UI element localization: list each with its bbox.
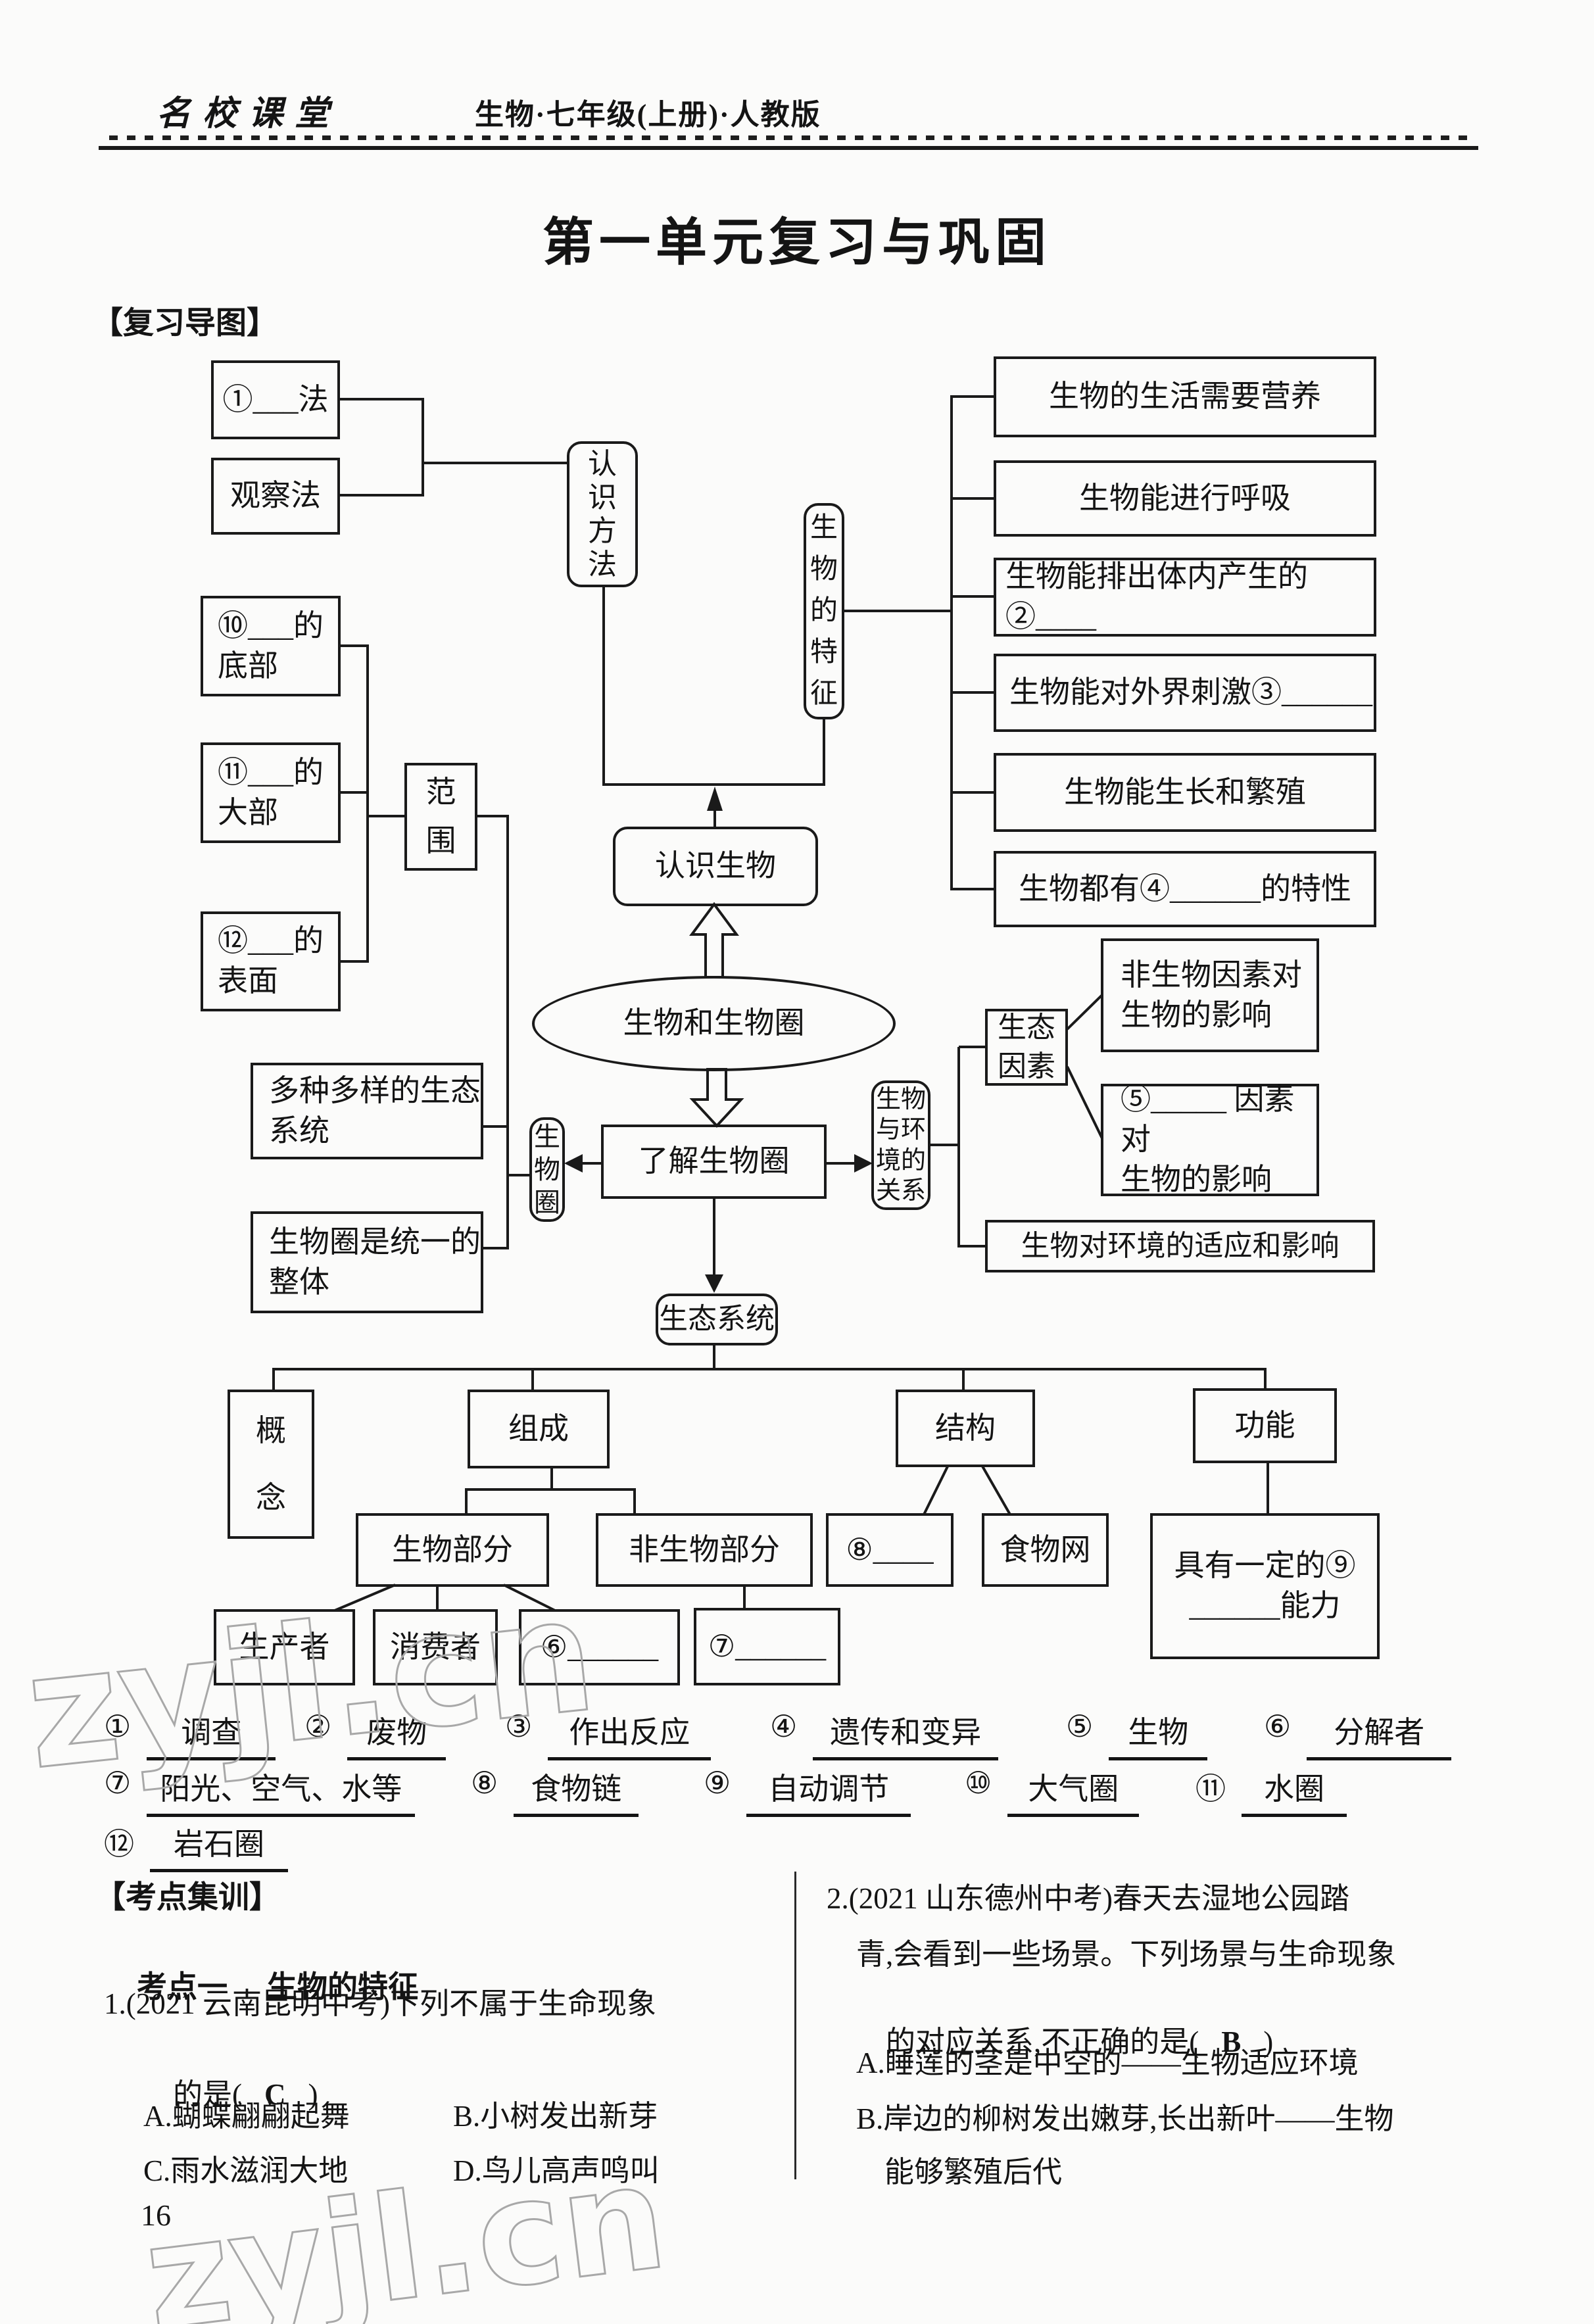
node-diverse-eco: 多种多样的生态 系统 (251, 1063, 483, 1159)
node-org-env-relation: 生物与环境的关系 (871, 1080, 930, 1210)
node-feature-4: 生物能对外界刺激③______ (994, 654, 1376, 732)
page-title: 第一单元复习与巩固 (542, 214, 1051, 271)
node-food-web: 食物网 (982, 1513, 1109, 1587)
q1-line2: 的是(C) (173, 2078, 318, 2111)
answer-5: ⑤ 生物 (1066, 1708, 1208, 1760)
answer-7: ⑦ 阳光、空气、水等 (104, 1765, 416, 1817)
node-producer: 生产者 (214, 1609, 355, 1685)
node-cognition-method: 认识方法 (567, 441, 638, 587)
node-composition: 组成 (468, 1390, 610, 1468)
header-dashed-rule (109, 135, 1468, 140)
q1-option-b: B.小树发出新芽 (453, 2100, 658, 2133)
node-theme-ellipse: 生物和生物圈 (532, 976, 896, 1071)
q2-option-a: A.睡莲的茎是中空的——生物适应环境 (856, 2046, 1359, 2079)
node-blank7: ⑦______ (694, 1608, 840, 1685)
node-method-blank: ①___法 (211, 360, 340, 439)
node-blank11: ⑪___的 大部 (201, 742, 341, 843)
node-function: 功能 (1193, 1388, 1337, 1463)
node-feature-1: 生物的生活需要营养 (994, 356, 1376, 437)
q1-option-c: C.雨水滋润大地 (143, 2154, 349, 2187)
q1-option-d: D.鸟儿高声鸣叫 (453, 2154, 660, 2187)
node-blank6: ⑥______ (519, 1609, 680, 1685)
node-feature-6: 生物都有④______的特性 (994, 851, 1376, 927)
q2-option-b-cont: 能够繁殖后代 (884, 2156, 1063, 2189)
node-blank8: ⑧____ (826, 1513, 954, 1587)
answer-8: ⑧ 食物链 (471, 1765, 639, 1817)
answer-10: ⑩ 大气圈 (965, 1765, 1140, 1817)
q2-line2: 青,会看到一些场景。下列场景与生命现象 (856, 1938, 1397, 1971)
node-blank10: ⑩___的 底部 (201, 596, 341, 696)
node-organism-traits: 生物的特征 (804, 503, 844, 719)
node-concept: 概念 (228, 1390, 314, 1539)
node-structure: 结构 (896, 1390, 1035, 1467)
review-map-label: 【复习导图】 (92, 306, 278, 341)
node-blank5: ⑤_____ 因素对 生物的影响 (1101, 1082, 1319, 1196)
drill-label: 【考点集训】 (95, 1881, 280, 1915)
node-biosphere: 生物圈 (529, 1117, 565, 1222)
node-know-organisms: 认识生物 (613, 827, 818, 906)
node-feature-3: 生物能排出体内产生的②____ (994, 558, 1376, 637)
node-adapt-influence: 生物对环境的适应和影响 (985, 1220, 1375, 1272)
node-eco-factors: 生态 因素 (985, 1009, 1068, 1086)
topic-heading: 考点一生物的特征 (137, 1970, 418, 2004)
node-abiotic-part: 非生物部分 (596, 1513, 813, 1587)
answer-12: ⑫ 岩石圈 (104, 1820, 288, 1872)
node-consumer: 消费者 (373, 1609, 498, 1685)
q2-line1: 2.(2021 山东德州中考)春天去湿地公园踏 (827, 1882, 1349, 1915)
header-solid-rule (99, 146, 1478, 150)
node-blank12: ⑫___的 表面 (201, 911, 341, 1011)
column-divider (794, 1872, 796, 2179)
node-capability: 具有一定的⑨ ______能力 (1150, 1513, 1380, 1659)
answer-3: ③ 作出反应 (505, 1708, 712, 1760)
answer-1: ① 调查 (104, 1708, 276, 1760)
node-ecosystem: 生态系统 (656, 1294, 778, 1345)
node-feature-2: 生物能进行呼吸 (994, 460, 1376, 537)
node-feature-5: 生物能生长和繁殖 (994, 753, 1376, 832)
node-biotic-part: 生物部分 (356, 1513, 549, 1587)
answer-4: ④ 遗传和变异 (770, 1708, 999, 1760)
answer-9: ⑨ 自动调节 (704, 1765, 911, 1817)
node-observation: 观察法 (211, 458, 340, 535)
q2-option-b: B.岸边的柳树发出嫩芽,长出新叶——生物 (856, 2102, 1394, 2135)
q1-line1: 1.(2021 云南昆明中考)下列不属于生命现象 (104, 1987, 656, 2020)
node-scope: 范围 (404, 763, 477, 871)
q1-option-a: A.蝴蝶翩翩起舞 (143, 2100, 350, 2133)
brand-logo: 名校课堂 (157, 95, 341, 133)
q2-line3: 的对应关系,不正确的是(B) (886, 2025, 1274, 2058)
answer-6: ⑥ 分解者 (1264, 1708, 1452, 1760)
node-unified-whole: 生物圈是统一的 整体 (251, 1211, 483, 1313)
node-abiotic-effect: 非生物因素对 生物的影响 (1101, 938, 1319, 1052)
answer-11: ⑪ 水圈 (1196, 1765, 1347, 1817)
page-number: 16 (141, 2198, 171, 2232)
node-know-biosphere: 了解生物圈 (601, 1125, 827, 1199)
header-title: 生物·七年级(上册)·人教版 (475, 99, 821, 131)
answer-2: ② 废物 (304, 1708, 447, 1760)
